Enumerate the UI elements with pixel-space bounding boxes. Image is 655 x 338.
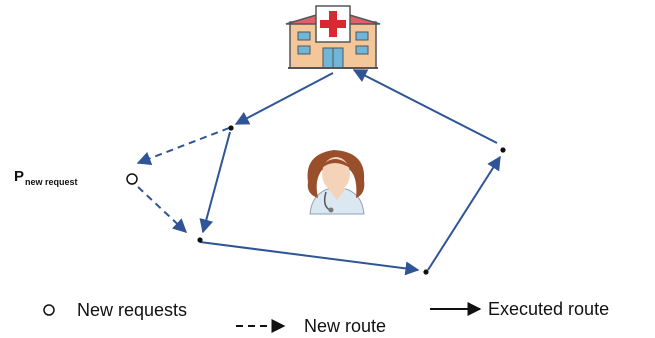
legend-new-requests-symbol — [43, 304, 55, 316]
new-request-label: Pnew request — [14, 168, 78, 187]
route-node — [228, 125, 234, 131]
legend-new-route-label: New route — [304, 316, 386, 336]
new-route-edge — [137, 186, 188, 233]
new-route — [136, 127, 230, 233]
route-edge — [427, 155, 501, 271]
legend-new-requests-label: New requests — [77, 300, 187, 320]
new-route-edge — [136, 127, 230, 166]
route-nodes — [197, 125, 506, 275]
route-node — [500, 147, 506, 153]
executed-route — [199, 69, 501, 276]
route-edge — [352, 69, 498, 144]
hospital-icon — [285, 5, 381, 69]
new-request-node — [126, 173, 138, 185]
legend: New requests New route Executed route — [43, 299, 609, 336]
route-node — [423, 269, 429, 275]
doctor-icon — [307, 150, 365, 215]
route-edge — [199, 241, 420, 276]
route-edge — [234, 72, 334, 125]
route-node — [197, 237, 203, 243]
route-edge — [199, 131, 231, 234]
legend-executed-route-label: Executed route — [488, 299, 609, 319]
